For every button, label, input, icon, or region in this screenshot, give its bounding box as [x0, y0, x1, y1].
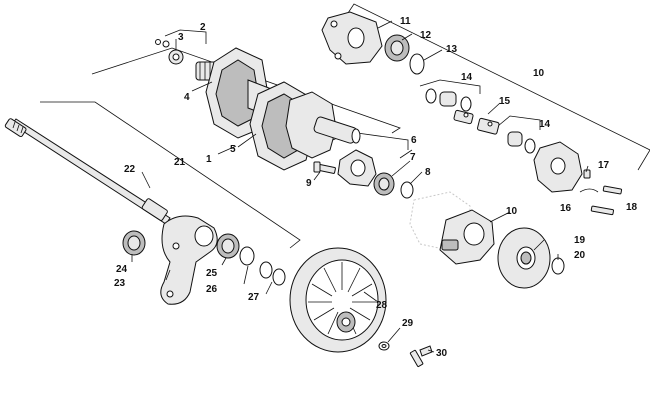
callout-25: 25 [206, 268, 218, 279]
part-28-pulley [289, 247, 387, 353]
part-13-ring [409, 53, 425, 75]
part-14-rings-left [425, 88, 472, 112]
callout-29: 29 [402, 318, 414, 329]
callout-18: 18 [626, 202, 638, 213]
part-29-washer [378, 341, 390, 351]
callout-10-top: 10 [533, 68, 545, 79]
callout-21: 21 [174, 157, 186, 168]
part-25-27-bearings [216, 233, 286, 286]
callout-4: 4 [184, 92, 190, 103]
part-24-bearing [122, 230, 146, 256]
callout-8: 8 [425, 167, 431, 178]
leader-lines [131, 20, 589, 353]
callout-15: 15 [499, 96, 511, 107]
part-16-housing-lower [533, 141, 583, 193]
callout-12: 12 [420, 30, 432, 41]
callout-26: 26 [206, 284, 218, 295]
callout-3: 3 [178, 32, 184, 43]
callout-22: 22 [124, 164, 136, 175]
callout-23: 23 [114, 278, 126, 289]
callout-10-lower: 10 [506, 206, 518, 217]
callout-13: 13 [446, 44, 458, 55]
callout-labels: 1 2 3 4 5 6 7 8 9 10 10 11 12 13 14 14 1… [114, 16, 638, 359]
callout-24: 24 [116, 264, 128, 275]
callout-27: 27 [248, 292, 260, 303]
callout-14-right: 14 [539, 119, 551, 130]
part-30-bolt [409, 345, 433, 367]
callout-14-left: 14 [461, 72, 473, 83]
callout-7: 7 [410, 152, 416, 163]
part-5-drive-sprocket-shaft [195, 47, 361, 171]
part-10-lower-housing [409, 191, 495, 265]
callout-19: 19 [574, 235, 586, 246]
part-7-seal [373, 172, 395, 196]
callout-11: 11 [400, 16, 411, 27]
part-22-driveshaft [4, 118, 171, 225]
callout-9: 9 [306, 178, 312, 189]
part-19-disc [497, 227, 551, 289]
part-3-bushing [155, 39, 184, 65]
callout-28: 28 [376, 300, 388, 311]
callout-30: 30 [436, 348, 448, 359]
callout-5: 5 [230, 144, 236, 155]
part-17-fitting [583, 169, 591, 179]
part-18-bolts [590, 185, 623, 216]
part-12-bearing [384, 34, 410, 62]
part-16-clip [579, 188, 599, 193]
callout-2: 2 [200, 22, 206, 33]
callout-17: 17 [598, 160, 610, 171]
callout-1: 1 [206, 154, 212, 165]
callout-20: 20 [574, 250, 586, 261]
callout-16: 16 [560, 203, 572, 214]
part-8-ring [400, 181, 414, 199]
part-11-housing-top [321, 11, 383, 65]
part-20-ring [551, 257, 565, 275]
part-9-bolt [313, 161, 336, 174]
part-15-tensioner-pads [453, 109, 500, 135]
part-14-rings-right [507, 131, 536, 154]
callout-6: 6 [411, 135, 417, 146]
part-7-bearing-plate [337, 149, 377, 187]
part-23-bearing-housing [160, 215, 218, 305]
